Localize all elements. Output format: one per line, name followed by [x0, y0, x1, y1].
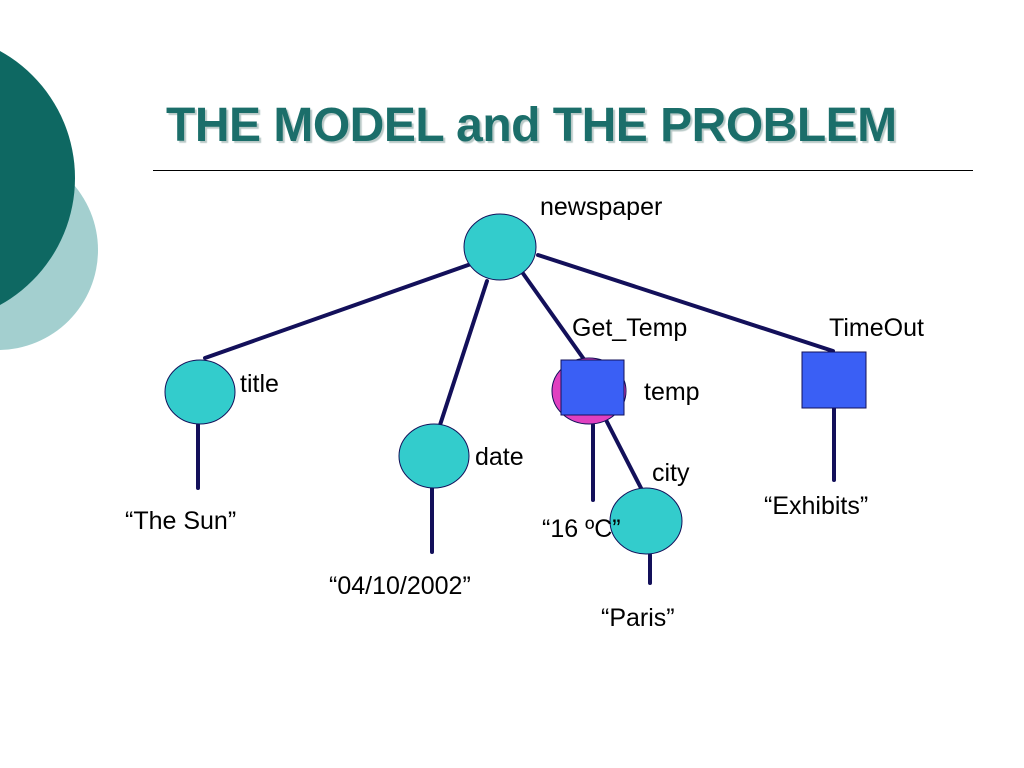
edges	[196, 253, 836, 585]
temp-value-label: “16 ºC”	[542, 515, 621, 543]
newspaper-node	[463, 213, 537, 281]
edge-newspaper-title	[203, 262, 473, 360]
edge-newspaper-date	[438, 279, 489, 427]
title-node	[164, 359, 236, 425]
title-label: title	[240, 370, 279, 398]
get-temp-node	[560, 359, 625, 416]
date-node	[398, 423, 470, 489]
edge-get-temp-city	[603, 416, 644, 492]
timeout-value-label: “Exhibits”	[764, 492, 868, 520]
city-node	[609, 487, 683, 555]
date-label: date	[475, 443, 524, 471]
slide-title: THE MODEL and THE PROBLEM	[166, 99, 897, 152]
timeout-label: TimeOut	[829, 314, 924, 342]
city-value-label: “Paris”	[601, 604, 675, 632]
edge-newspaper-get-temp	[520, 270, 590, 367]
city-label: city	[652, 459, 690, 487]
date-value-label: “04/10/2002”	[329, 572, 471, 600]
nodes	[164, 213, 867, 555]
temp-label: temp	[644, 378, 700, 406]
newspaper-label: newspaper	[540, 193, 662, 221]
timeout-node	[801, 351, 867, 409]
title-value-label: “The Sun”	[125, 507, 236, 535]
get-temp-label: Get_Temp	[572, 314, 687, 342]
edge-newspaper-timeout	[536, 253, 835, 353]
title-divider	[153, 170, 973, 171]
decor-dark-circle	[0, 51, 75, 305]
